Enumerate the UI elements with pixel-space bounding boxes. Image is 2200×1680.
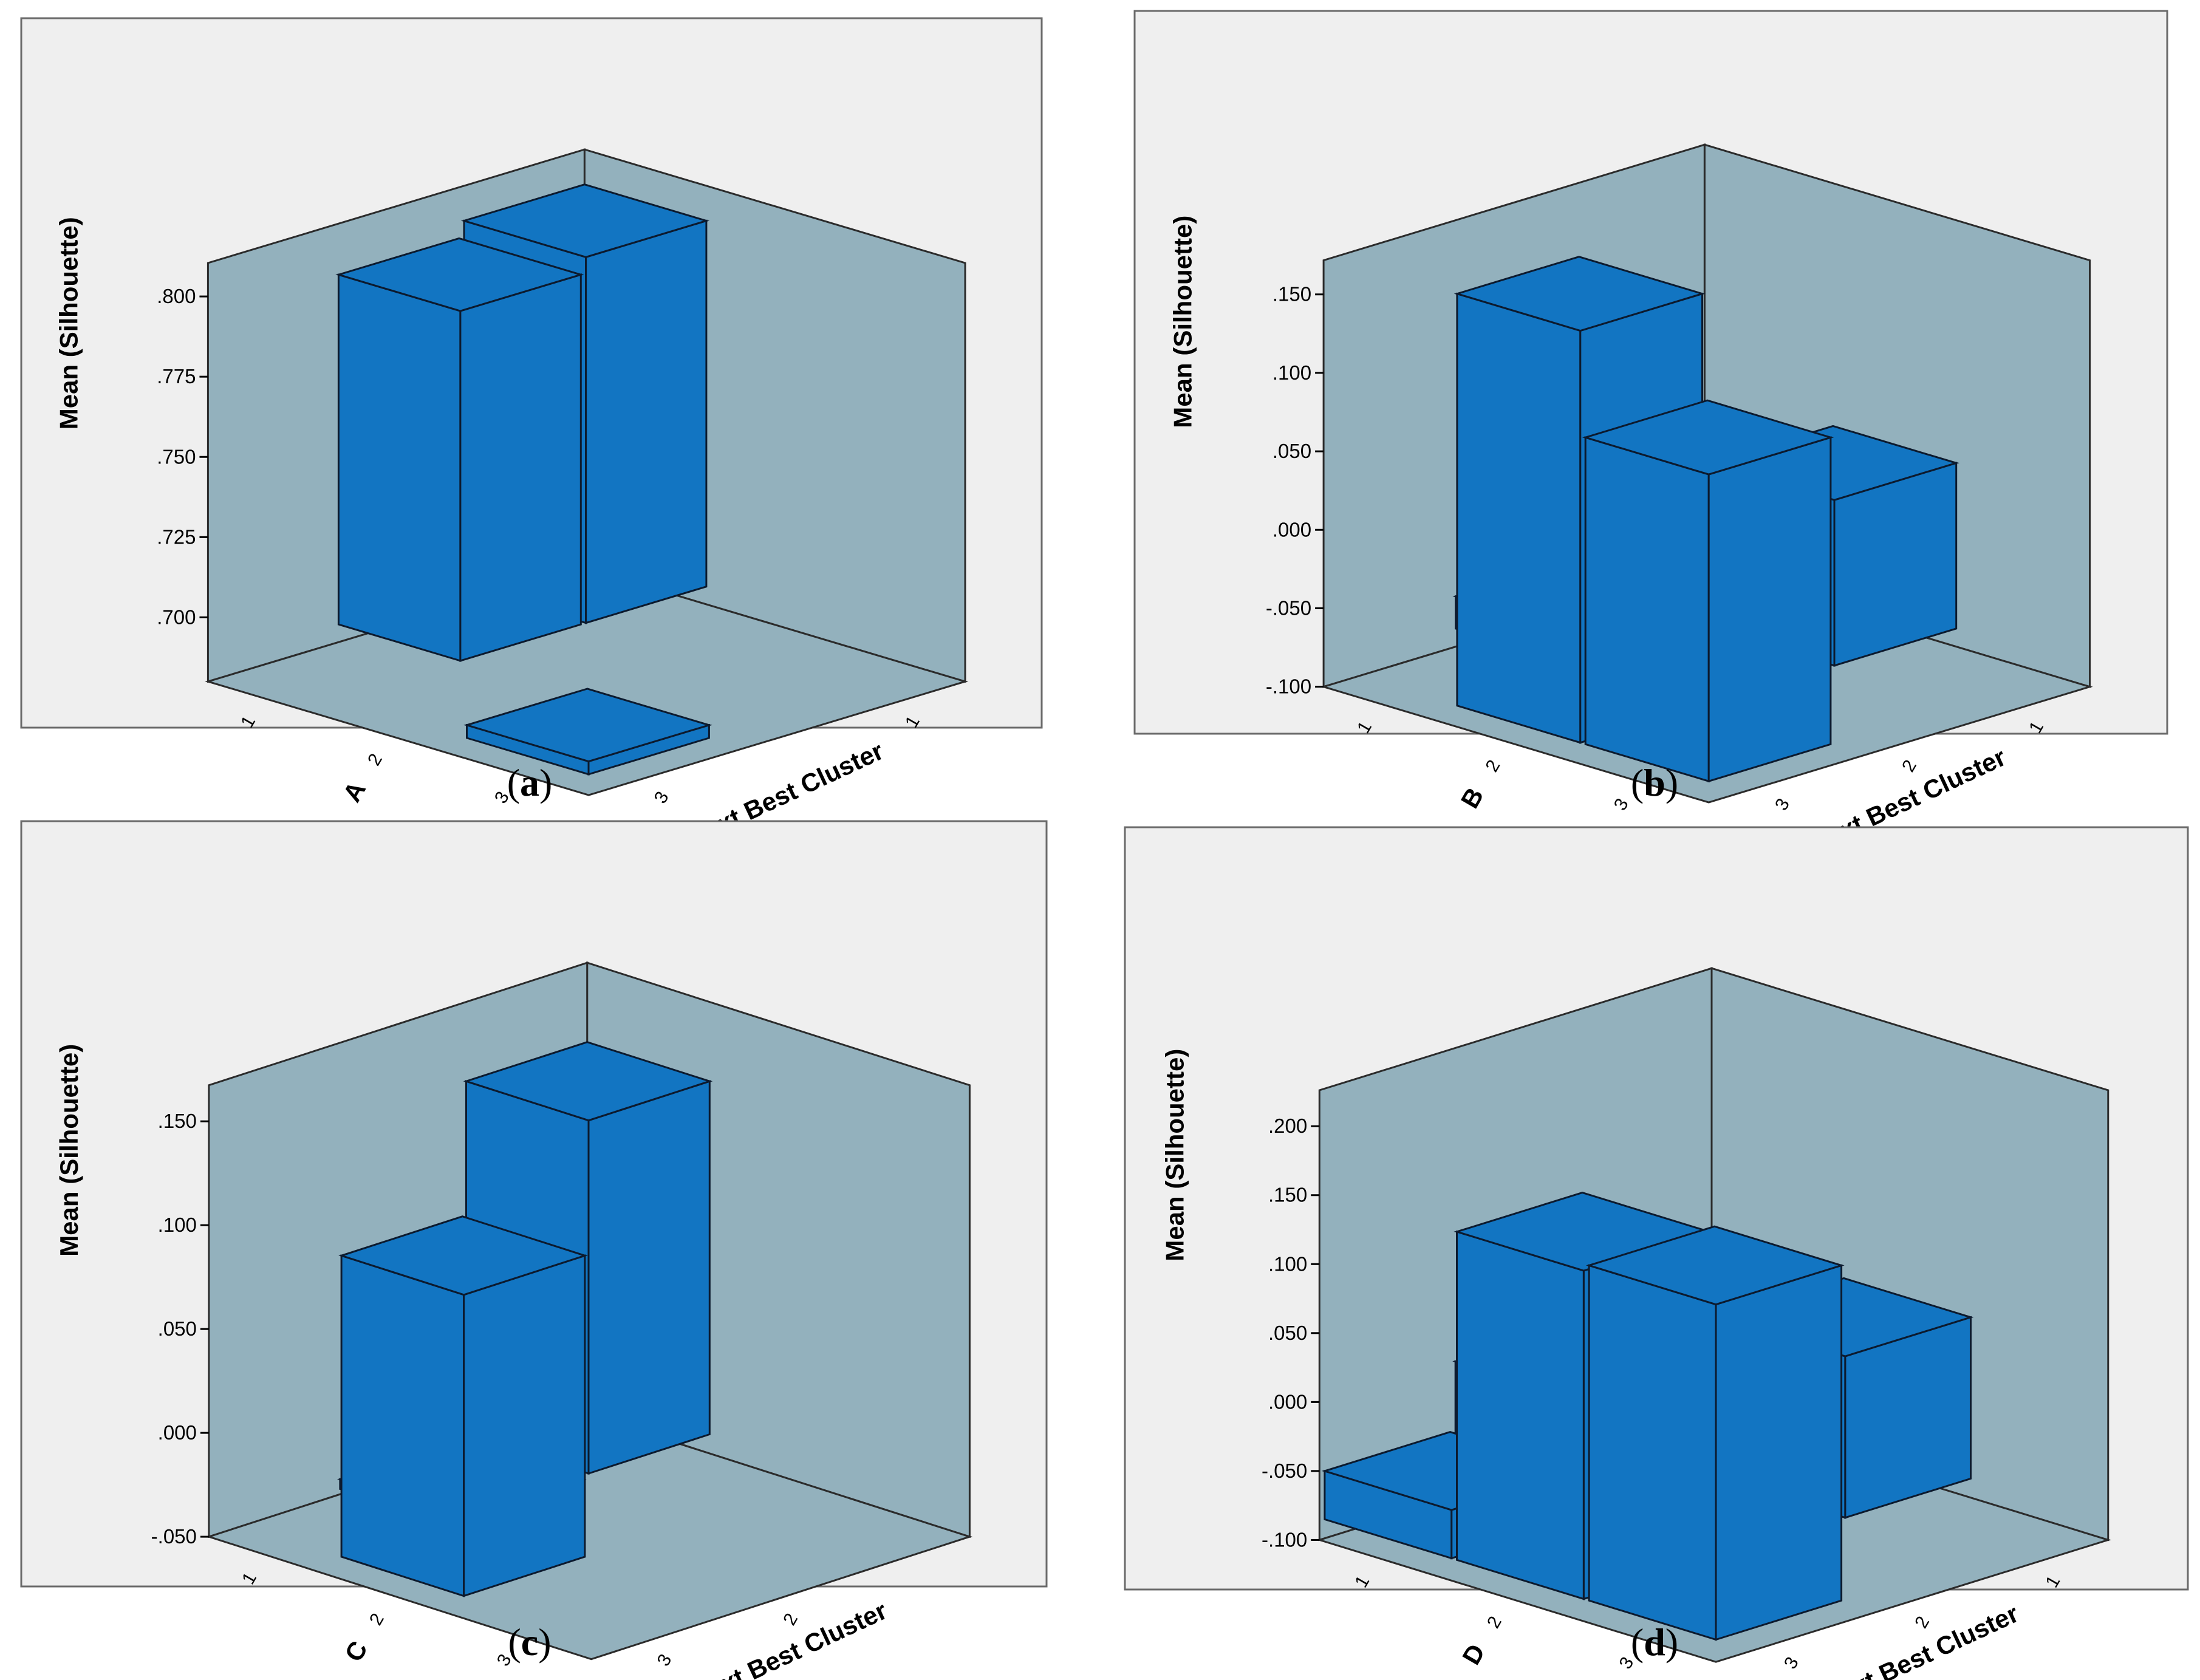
bar bbox=[1586, 1225, 1845, 1641]
bar bbox=[338, 1215, 588, 1597]
z-tick-label: 2 bbox=[1898, 757, 1921, 776]
bar-top-face bbox=[463, 688, 712, 763]
z-tick-label: 2 bbox=[1911, 1613, 1933, 1632]
bar-front-right-face bbox=[463, 1254, 586, 1597]
caption-a: (a) bbox=[507, 761, 553, 804]
z-tick-label: 3 bbox=[1771, 795, 1794, 814]
bar-front-left-face bbox=[1584, 436, 1710, 783]
bar-top-face bbox=[335, 237, 584, 312]
bar-top-face bbox=[338, 1215, 588, 1296]
caption-b: (b) bbox=[1631, 761, 1678, 804]
bar bbox=[463, 688, 712, 776]
bar-front-right-face bbox=[459, 273, 582, 662]
y-tick-label: -.050 bbox=[151, 1525, 197, 1548]
bar-top-face bbox=[460, 183, 710, 258]
y-tick-label: .000 bbox=[1273, 518, 1311, 541]
x-axis-label: D bbox=[1457, 1639, 1491, 1670]
x-tick-label: 3 bbox=[1610, 795, 1633, 814]
y-tick-label: .200 bbox=[1268, 1115, 1307, 1137]
y-tick-label: .725 bbox=[157, 525, 196, 548]
y-axis-label: Mean (Silhouette) bbox=[1160, 1049, 1189, 1262]
x-axis-label: A bbox=[337, 776, 371, 807]
x-axis-label: C bbox=[339, 1636, 373, 1667]
bar-front-right-face bbox=[585, 219, 708, 624]
y-tick-label: .100 bbox=[1268, 1252, 1307, 1275]
y-tick-label: .150 bbox=[1268, 1184, 1307, 1206]
y-axis-label: Mean (Silhouette) bbox=[1169, 216, 1197, 428]
chart-panel-b: -.100 -.050 .000 .050 .100 .150 Mean (Silhouet… bbox=[1133, 10, 2168, 858]
y-tick-label: -.100 bbox=[1262, 1528, 1307, 1551]
x-tick-label: 2 bbox=[366, 1610, 388, 1629]
y-tick-label: .750 bbox=[157, 445, 196, 468]
x-tick-label: 2 bbox=[364, 750, 386, 769]
caption-d: (d) bbox=[1631, 1620, 1678, 1664]
y-tick-label: -.050 bbox=[1266, 596, 1311, 619]
z-tick-label: 2 bbox=[779, 1610, 802, 1629]
bar-front-left-face bbox=[337, 273, 462, 662]
y-tick-label: .050 bbox=[1268, 1322, 1307, 1344]
bar-front-right-face bbox=[1715, 1264, 1843, 1641]
bar bbox=[1582, 399, 1834, 783]
bar-top-face bbox=[1582, 399, 1834, 476]
x-tick-label: 2 bbox=[1483, 1613, 1506, 1632]
bar-front-left-face bbox=[1456, 1230, 1585, 1600]
y-tick-label: .800 bbox=[157, 285, 196, 307]
y-tick-label: .150 bbox=[1273, 283, 1311, 306]
y-tick-label: .150 bbox=[158, 1110, 197, 1132]
bar-top-face bbox=[1586, 1225, 1845, 1306]
bar-top-face bbox=[1454, 256, 1706, 332]
y-tick-label: .000 bbox=[158, 1421, 197, 1444]
x-tick-label: 2 bbox=[1481, 757, 1504, 776]
y-tick-label: .050 bbox=[158, 1317, 197, 1340]
y-tick-label: .050 bbox=[1273, 440, 1311, 462]
y-axis-label: Mean (Silhouette) bbox=[55, 1044, 83, 1257]
chart-panel-d: -.100 -.050 .000 .050 .100 .150 .200 Mean (Silh… bbox=[1124, 826, 2189, 1680]
bar-front-right-face bbox=[1707, 436, 1832, 783]
bar-front-left-face bbox=[340, 1254, 465, 1597]
y-tick-label: .775 bbox=[157, 365, 196, 388]
caption-c: (c) bbox=[508, 1620, 551, 1664]
bar-front-left-face bbox=[1588, 1264, 1717, 1641]
y-tick-label: .100 bbox=[1273, 361, 1311, 384]
bar-front-left-face bbox=[1456, 292, 1582, 744]
bar bbox=[335, 237, 584, 662]
bar-top-face bbox=[463, 1041, 713, 1122]
y-tick-label: .100 bbox=[158, 1214, 197, 1236]
y-axis-label: Mean (Silhouette) bbox=[54, 217, 83, 429]
y-tick-label: -.050 bbox=[1262, 1460, 1307, 1482]
z-tick-label: 3 bbox=[651, 788, 673, 807]
y-tick-label: .700 bbox=[157, 606, 196, 628]
x-axis-label: B bbox=[1455, 783, 1489, 813]
z-tick-label: 3 bbox=[654, 1651, 676, 1670]
y-tick-label: -.100 bbox=[1266, 675, 1311, 698]
z-tick-label: 3 bbox=[1780, 1654, 1803, 1673]
bar-front-right-face bbox=[587, 1080, 711, 1475]
y-tick-label: .000 bbox=[1268, 1390, 1307, 1413]
